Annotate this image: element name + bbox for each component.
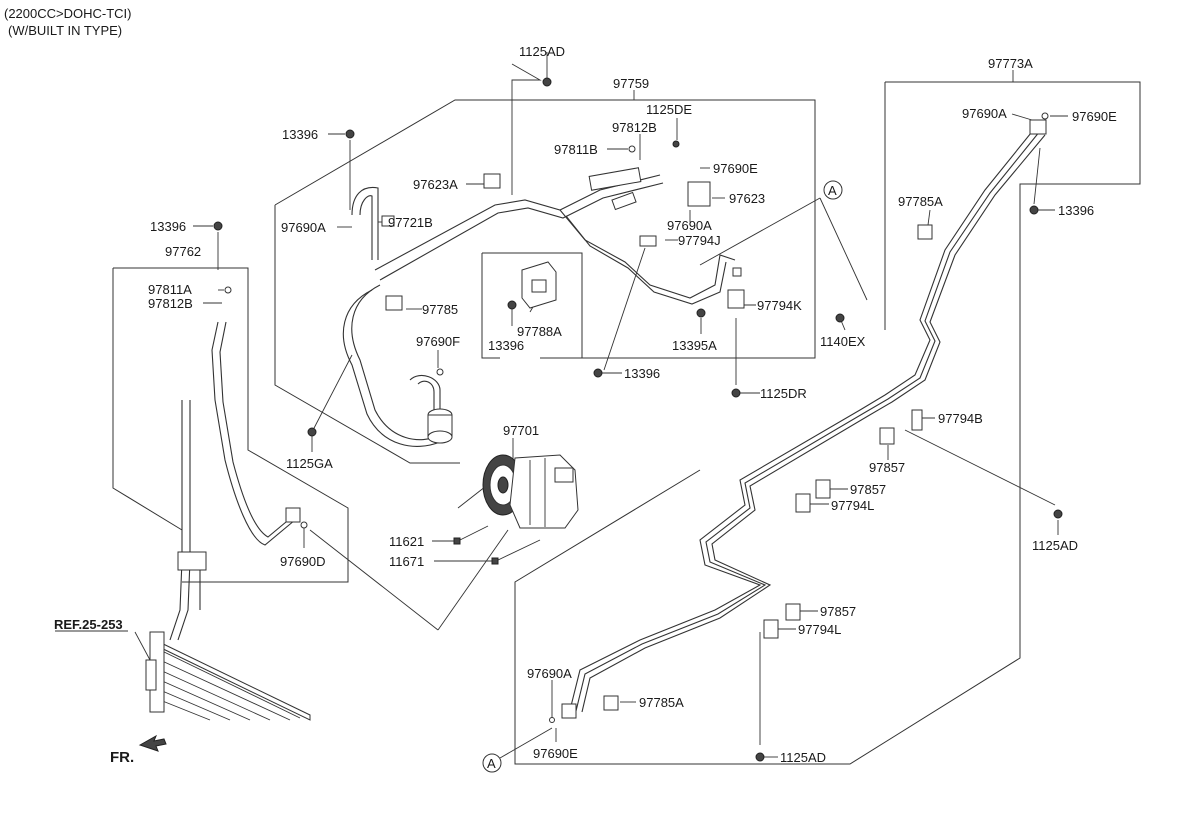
label-97623A: 97623A: [413, 177, 458, 192]
label-1125DE: 1125DE: [646, 102, 692, 117]
label-A-bottom: A: [487, 756, 496, 771]
pipe-fittings: [177, 119, 1047, 719]
label-13396-d: 13396: [624, 366, 660, 381]
box-97773A: [514, 81, 1141, 765]
box-97788A-inset: [481, 252, 815, 359]
label-97857-a: 97857: [869, 460, 905, 475]
receiver-drier: [427, 408, 453, 444]
pipe-97759-assembly: [342, 174, 736, 447]
label-13396-c: 13396: [488, 338, 524, 353]
label-FR: FR.: [110, 749, 134, 766]
bracket-97788A: [521, 261, 557, 309]
condenser: [145, 631, 311, 721]
label-97811B: 97811B: [554, 142, 598, 157]
fr-arrow-icon: [138, 734, 167, 752]
label-97690A-a: 97690A: [281, 220, 326, 235]
bolts-and-nuts: [213, 77, 1063, 762]
label-97794B: 97794B: [938, 411, 983, 426]
label-97773A: 97773A: [988, 56, 1033, 71]
label-13396-b: 13396: [150, 219, 186, 234]
label-97794L-b: 97794L: [798, 622, 841, 637]
label-1125GA: 1125GA: [286, 456, 333, 471]
part-labels: 1125AD 97759 1125DE 97812B 97811B 97690E…: [54, 44, 1117, 771]
label-97690E-c: 97690E: [533, 746, 578, 761]
pipe-97773A-assembly: [569, 127, 1046, 713]
label-97788A: 97788A: [517, 324, 562, 339]
pipe-97762-assembly: [169, 321, 299, 641]
ref-callout-A-top: [823, 180, 843, 200]
label-97690E-a: 97690E: [713, 161, 758, 176]
label-1125DR: 1125DR: [760, 386, 807, 401]
label-A-top: A: [828, 183, 837, 198]
label-97690A-c: 97690A: [962, 106, 1007, 121]
label-13395A: 13395A: [672, 338, 717, 353]
label-97785A-b: 97785A: [639, 695, 684, 710]
leader-lines: [134, 52, 1068, 759]
box-97762: [112, 267, 349, 583]
label-97721B: 97721B: [388, 215, 433, 230]
diagram-title: (2200CC>DOHC-TCI): [4, 6, 132, 21]
label-1125AD-right: 1125AD: [1032, 538, 1078, 553]
label-97762: 97762: [165, 244, 201, 259]
label-97794L-a: 97794L: [831, 498, 874, 513]
label-97690E-b: 97690E: [1072, 109, 1117, 124]
label-97690F: 97690F: [416, 334, 460, 349]
label-97794J: 97794J: [678, 233, 721, 248]
label-13396-e: 13396: [1058, 203, 1094, 218]
label-97623: 97623: [729, 191, 765, 206]
label-1125AD-bottom: 1125AD: [780, 750, 826, 765]
label-97690A-b: 97690A: [667, 218, 712, 233]
label-97812B-b: 97812B: [148, 296, 193, 311]
label-97785A-a: 97785A: [898, 194, 943, 209]
label-97857-c: 97857: [820, 604, 856, 619]
label-13396-a: 13396: [282, 127, 318, 142]
label-97857-b: 97857: [850, 482, 886, 497]
label-11671: 11671: [389, 554, 424, 569]
compressor-97701: [482, 454, 579, 529]
label-11621: 11621: [389, 534, 424, 549]
label-97690D: 97690D: [280, 554, 326, 569]
diagram-subtitle: (W/BUILT IN TYPE): [8, 23, 123, 38]
label-97812B-a: 97812B: [612, 120, 657, 135]
ref-callout-A-bottom: [482, 753, 502, 773]
label-1140EX: 1140EX: [820, 334, 866, 349]
label-97794K: 97794K: [757, 298, 802, 313]
label-97785: 97785: [422, 302, 458, 317]
label-97690A-d: 97690A: [527, 666, 572, 681]
label-97759: 97759: [613, 76, 649, 91]
label-97701: 97701: [503, 423, 539, 438]
label-1125AD-top: 1125AD: [519, 44, 565, 59]
label-REF-25-253: REF.25-253: [54, 617, 123, 632]
label-97811A: 97811A: [148, 282, 192, 297]
